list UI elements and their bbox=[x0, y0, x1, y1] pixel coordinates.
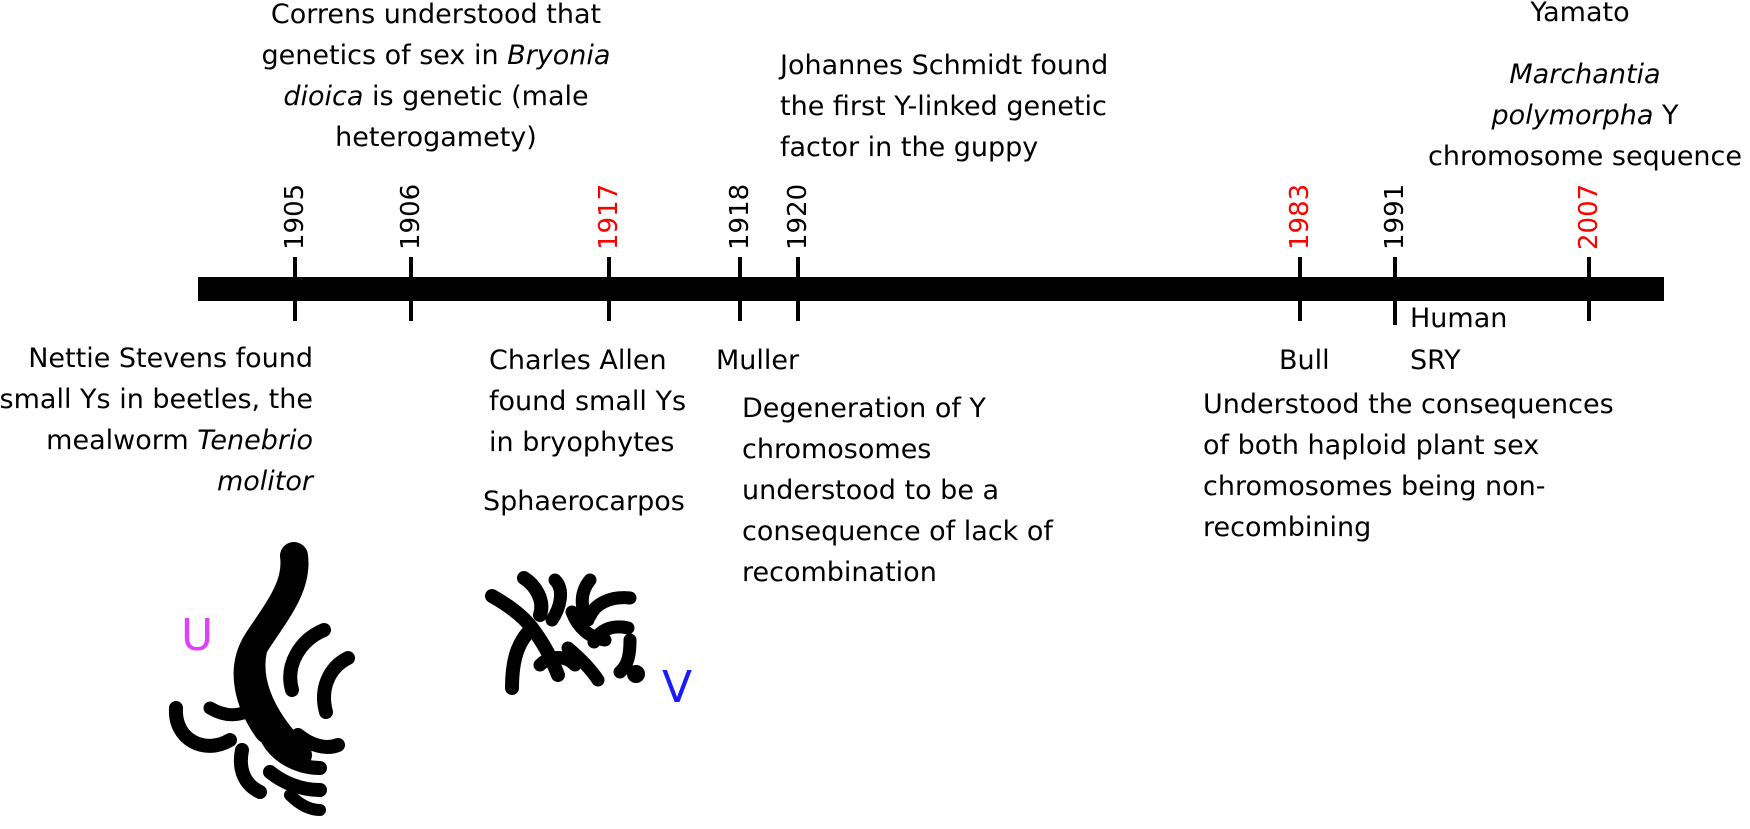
tick-1917 bbox=[607, 257, 611, 321]
bull-name: Bull bbox=[1279, 345, 1330, 376]
correns-line4: heterogamety) bbox=[335, 122, 537, 153]
yamato-line1: Marchantia bbox=[1509, 59, 1661, 90]
muller-text: Degeneration of Y chromosomes understood… bbox=[742, 388, 1053, 593]
bull-text: Understood the consequences of both hapl… bbox=[1203, 384, 1614, 548]
tick-1991 bbox=[1393, 257, 1397, 325]
stevens-line1: Nettie Stevens found bbox=[28, 343, 313, 374]
correns-line2: genetics of sex in Bryonia bbox=[261, 40, 611, 71]
allen-text: Charles Allen found small Ys in bryophyt… bbox=[489, 340, 686, 463]
stevens-text: Nettie Stevens found small Ys in beetles… bbox=[0, 338, 313, 502]
yamato-line2: polymorpha Y bbox=[1491, 100, 1679, 131]
stevens-line2: small Ys in beetles, the bbox=[0, 384, 313, 415]
muller-line2: chromosomes bbox=[742, 434, 932, 465]
tenebrio-chromosomes-illustration bbox=[168, 542, 355, 816]
muller-name: Muller bbox=[716, 345, 800, 376]
yamato-name: Yamato bbox=[1530, 0, 1630, 28]
yamato-line3: chromosome sequence bbox=[1428, 141, 1742, 172]
year-2007: 2007 bbox=[1574, 183, 1604, 250]
year-1920: 1920 bbox=[783, 183, 813, 250]
year-1991: 1991 bbox=[1380, 183, 1410, 250]
schmidt-line1: Johannes Schmidt found bbox=[780, 50, 1109, 81]
label-u: U bbox=[181, 610, 214, 661]
correns-line1: Correns understood that bbox=[270, 0, 602, 30]
tick-2007 bbox=[1587, 257, 1591, 321]
bull-line4: recombining bbox=[1203, 512, 1372, 543]
correns-line3: dioica is genetic (male bbox=[283, 81, 589, 112]
bull-line1: Understood the consequences bbox=[1203, 389, 1614, 420]
allen-line2: found small Ys bbox=[489, 386, 687, 417]
allen-genus: Sphaerocarpos bbox=[483, 486, 685, 517]
schmidt-text: Johannes Schmidt found the first Y-linke… bbox=[780, 45, 1108, 168]
tick-1918 bbox=[738, 257, 742, 321]
label-v: V bbox=[662, 662, 693, 713]
human-sry-line1: Human bbox=[1410, 303, 1508, 334]
tick-1983 bbox=[1298, 257, 1302, 321]
stevens-line4: molitor bbox=[216, 466, 313, 497]
year-1983: 1983 bbox=[1285, 183, 1315, 250]
muller-line5: recombination bbox=[742, 557, 937, 588]
year-1917: 1917 bbox=[594, 183, 624, 250]
schmidt-line2: the first Y-linked genetic bbox=[780, 91, 1107, 122]
year-1905: 1905 bbox=[280, 183, 310, 250]
human-sry-text: Human SRY bbox=[1410, 298, 1507, 382]
bull-line3: chromosomes being non- bbox=[1203, 471, 1546, 502]
year-1906: 1906 bbox=[396, 183, 426, 250]
human-sry-line2: SRY bbox=[1410, 345, 1461, 376]
muller-line3: understood to be a bbox=[742, 475, 1000, 506]
yamato-text: Marchantia polymorpha Y chromosome seque… bbox=[1420, 54, 1750, 177]
tick-1920 bbox=[796, 257, 800, 321]
bull-line2: of both haploid plant sex bbox=[1203, 430, 1540, 461]
stevens-line3: mealworm Tenebrio bbox=[46, 425, 313, 456]
correns-text: Correns understood that genetics of sex … bbox=[236, 0, 636, 158]
muller-line4: consequence of lack of bbox=[742, 516, 1053, 547]
schmidt-line3: factor in the guppy bbox=[780, 132, 1039, 163]
tick-1905 bbox=[293, 257, 297, 321]
tick-1906 bbox=[409, 257, 413, 321]
muller-line1: Degeneration of Y bbox=[742, 393, 986, 424]
timeline-axis bbox=[198, 277, 1664, 301]
year-1918: 1918 bbox=[725, 183, 755, 250]
sphaerocarpos-chromosomes-illustration bbox=[485, 571, 645, 695]
allen-line3: in bryophytes bbox=[489, 427, 675, 458]
allen-line1: Charles Allen bbox=[489, 345, 667, 376]
